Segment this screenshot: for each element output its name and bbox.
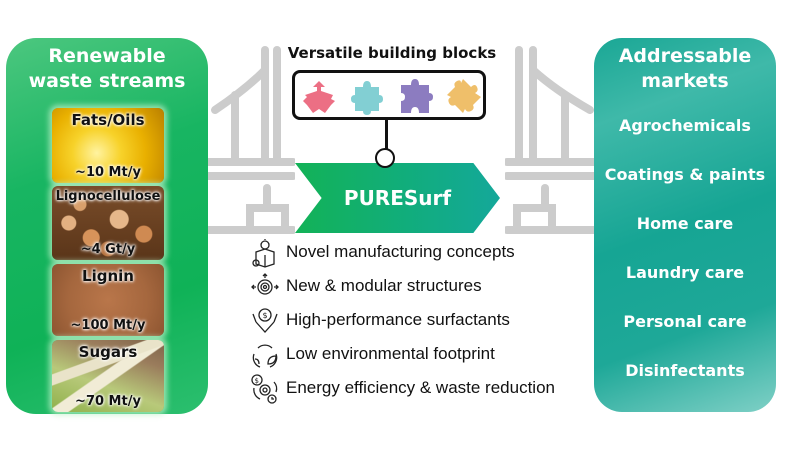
connector-line <box>385 120 388 151</box>
svg-text:$: $ <box>255 377 259 385</box>
stream-volume: ~10 Mt/y <box>75 165 141 180</box>
stream-tile-lignocellulose: Lignocellulose ~4 Gt/y <box>52 186 164 260</box>
bridge-left-icon <box>205 46 295 234</box>
stream-volume: ~100 Mt/y <box>70 318 146 333</box>
puresurf-arrow <box>295 163 500 233</box>
building-blocks-title: Versatile building blocks <box>287 44 497 62</box>
stream-name: Lignin <box>82 267 134 285</box>
feature-item: $ High-performance surfactants <box>250 306 590 336</box>
connector-node <box>375 148 395 168</box>
market-item: Home care <box>636 214 734 233</box>
stream-tile-lignin: Lignin ~100 Mt/y <box>52 264 164 336</box>
market-item: Coatings & paints <box>604 165 766 184</box>
puzzle-piece-icon <box>401 79 433 113</box>
puresurf-label: PURESurf <box>343 186 452 210</box>
feature-item: $ Energy efficiency & waste reduction <box>250 374 590 404</box>
market-item: Laundry care <box>625 263 745 282</box>
feature-text: New & modular structures <box>286 276 482 295</box>
market-item: Personal care <box>623 312 747 331</box>
leaf-recycle-icon <box>252 344 278 368</box>
puzzle-piece-icon <box>351 81 383 115</box>
feature-text: Low environmental footprint <box>286 344 495 363</box>
left-title-line1: Renewable <box>48 45 166 67</box>
bridge-right-icon <box>505 46 595 234</box>
puzzle-piece-icon <box>303 81 335 113</box>
money-gear-clock-icon: $ <box>251 374 278 404</box>
puzzle-piece-icon <box>447 79 481 113</box>
feature-text: Energy efficiency & waste reduction <box>286 378 555 397</box>
stream-tile-fats-oils: Fats/Oils ~10 Mt/y <box>52 108 164 183</box>
market-item: Agrochemicals <box>619 116 751 135</box>
addressable-markets-panel: Addressable markets Agrochemicals Coatin… <box>594 38 776 412</box>
right-title-line1: Addressable <box>618 45 752 67</box>
stream-volume: ~4 Gt/y <box>80 242 136 257</box>
feature-item: Novel manufacturing concepts <box>250 238 590 268</box>
puzzle-pieces <box>303 79 481 115</box>
feature-item: Low environmental footprint <box>250 340 590 370</box>
lightbulb-box-gear-icon <box>252 239 275 268</box>
renewable-waste-streams-panel: Renewable waste streams Fats/Oils ~10 Mt… <box>6 38 208 414</box>
building-blocks-box <box>292 70 486 120</box>
svg-text:$: $ <box>263 311 268 320</box>
stream-name: Lignocellulose <box>55 189 161 204</box>
right-title-line2: markets <box>641 70 729 92</box>
left-panel-title: Renewable waste streams <box>6 44 208 94</box>
feature-text: High-performance surfactants <box>286 310 510 329</box>
stream-tile-sugars: Sugars ~70 Mt/y <box>52 340 164 412</box>
right-panel-title: Addressable markets <box>594 44 776 94</box>
feature-text: Novel manufacturing concepts <box>286 242 515 261</box>
market-item: Disinfectants <box>625 361 745 380</box>
stream-name: Fats/Oils <box>71 111 145 129</box>
target-arrows-icon <box>251 273 279 295</box>
stream-name: Sugars <box>78 343 138 361</box>
stream-volume: ~70 Mt/y <box>75 394 141 409</box>
feature-item: New & modular structures <box>250 272 590 302</box>
money-hands-arrow-icon: $ <box>252 308 278 333</box>
left-title-line2: waste streams <box>28 70 186 92</box>
